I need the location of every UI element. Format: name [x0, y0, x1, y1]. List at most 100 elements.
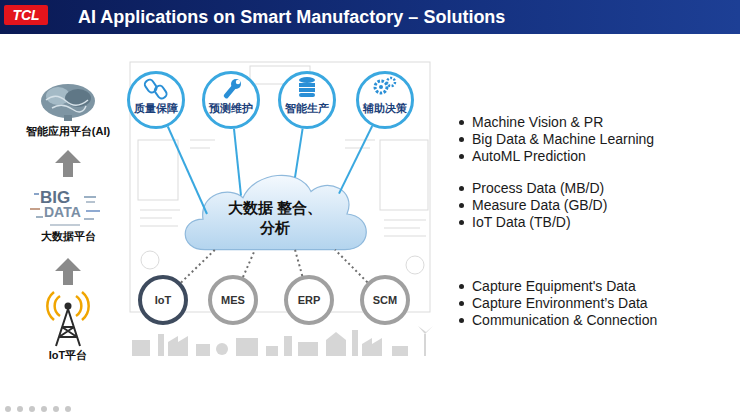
bullet-text: Process Data (MB/D): [472, 180, 604, 197]
sketch-line: [190, 148, 210, 149]
factory-icon: [216, 343, 228, 355]
connector: [295, 250, 302, 276]
wrench-handle: [223, 82, 238, 99]
brain-shape: [65, 89, 91, 107]
node-text: 质量保障: [134, 102, 178, 115]
brain-shape: [41, 84, 95, 118]
bullet-dot: [459, 220, 464, 225]
db-layer: [299, 93, 315, 97]
db-top: [299, 77, 315, 83]
sketch-line: [190, 140, 215, 141]
bullet-text: AutoML Prediction: [472, 148, 586, 165]
brain-fold: [46, 96, 88, 105]
factory-icon: [158, 334, 164, 356]
factory-icons: [132, 326, 433, 356]
bullet-text: Capture Environment’s Data: [472, 295, 648, 312]
brain-icon: [41, 84, 95, 121]
signal-wave: [47, 292, 54, 320]
word-bit: [36, 216, 43, 218]
bullet-dot: [459, 186, 464, 191]
connector: [181, 250, 215, 283]
db-layer: [299, 88, 315, 92]
connector: [339, 126, 372, 194]
sketch-line: [140, 210, 180, 211]
brain-fold: [52, 105, 86, 112]
logo-box: TCL: [4, 5, 48, 25]
sketch-panel: [138, 140, 178, 200]
bullet-dot: [459, 137, 464, 142]
tower-frame: [56, 309, 80, 346]
sketch-circle: [406, 256, 424, 274]
sketch-line: [384, 220, 426, 221]
node-text: MES: [221, 294, 245, 307]
gear: [375, 81, 387, 93]
quality-icon: [143, 78, 168, 100]
footer-icon: [29, 406, 35, 412]
system-circle: SCM: [360, 275, 410, 325]
bullet-dot: [459, 318, 464, 323]
sketch-line: [140, 218, 172, 219]
word-bit: [50, 224, 80, 226]
tower-top: [65, 303, 72, 310]
up-arrow: [55, 258, 81, 285]
big-data-cloud: 大数据 整合、分析: [175, 163, 375, 265]
word-bit: [86, 201, 95, 203]
sketch-line: [345, 140, 375, 141]
factory-icon: [168, 336, 188, 356]
footer-icons: [5, 406, 71, 412]
factory-icon: [298, 342, 318, 356]
factory-icon: [392, 346, 408, 356]
bullet-text: Capture Equipment's Data: [472, 278, 636, 295]
connector: [234, 129, 241, 196]
word-bit: [86, 210, 100, 212]
factory-icon: [196, 344, 210, 356]
sketch-circle: [141, 251, 159, 269]
sketch-line: [384, 236, 426, 237]
node-text: 智能生产: [285, 102, 329, 115]
factory-icon: [284, 336, 292, 356]
factory-icon: [352, 330, 358, 356]
wrench-head: [231, 79, 241, 89]
node-text: 辅助决策: [363, 102, 407, 115]
word-bit: [84, 218, 94, 220]
brain-stem: [64, 115, 72, 121]
bullet-text: Measure Data (GB/D): [472, 197, 607, 214]
node-text: 大数据 整合、分析: [225, 198, 325, 238]
bullet-dot: [459, 203, 464, 208]
factory-icon: [132, 340, 150, 356]
footer-icon: [53, 406, 59, 412]
connector: [243, 250, 255, 277]
system-circle: IoT: [138, 275, 188, 325]
wrench-jaw: [236, 80, 240, 84]
factory-icon: [362, 338, 382, 356]
word-bit: [30, 208, 40, 210]
connector: [295, 129, 303, 178]
bullet-dot: [459, 154, 464, 159]
platform-label: IoT平台: [18, 348, 118, 362]
slide-title: AI Applications on Smart Manufactory – S…: [78, 6, 505, 28]
bullet-text: Big Data & Machine Learning: [472, 131, 654, 148]
sketch-panel: [380, 140, 428, 210]
up-arrow: [55, 150, 81, 177]
bullet-dot: [459, 301, 464, 306]
chain-link: [153, 84, 168, 100]
cloud-shape: [185, 175, 366, 249]
signal-wave: [76, 296, 81, 316]
bullet-text: IoT Data (TB/D): [472, 214, 571, 231]
application-circle: 预测维护: [202, 71, 260, 129]
system-circle: MES: [208, 275, 258, 325]
node-text: 预测维护: [209, 102, 253, 115]
signal-wave: [55, 296, 60, 316]
system-circle: ERP: [284, 275, 334, 325]
factory-icon: [266, 346, 278, 356]
connector: [168, 127, 207, 215]
platform-label: DATA: [44, 204, 81, 221]
bullet-text: Communication & Connection: [472, 312, 657, 329]
node-text: IoT: [155, 294, 172, 307]
db-layer: [299, 83, 315, 87]
platform-label: 大数据平台: [18, 229, 118, 243]
footer-icon: [41, 406, 47, 412]
connector: [335, 250, 367, 283]
word-bit: [34, 193, 39, 195]
